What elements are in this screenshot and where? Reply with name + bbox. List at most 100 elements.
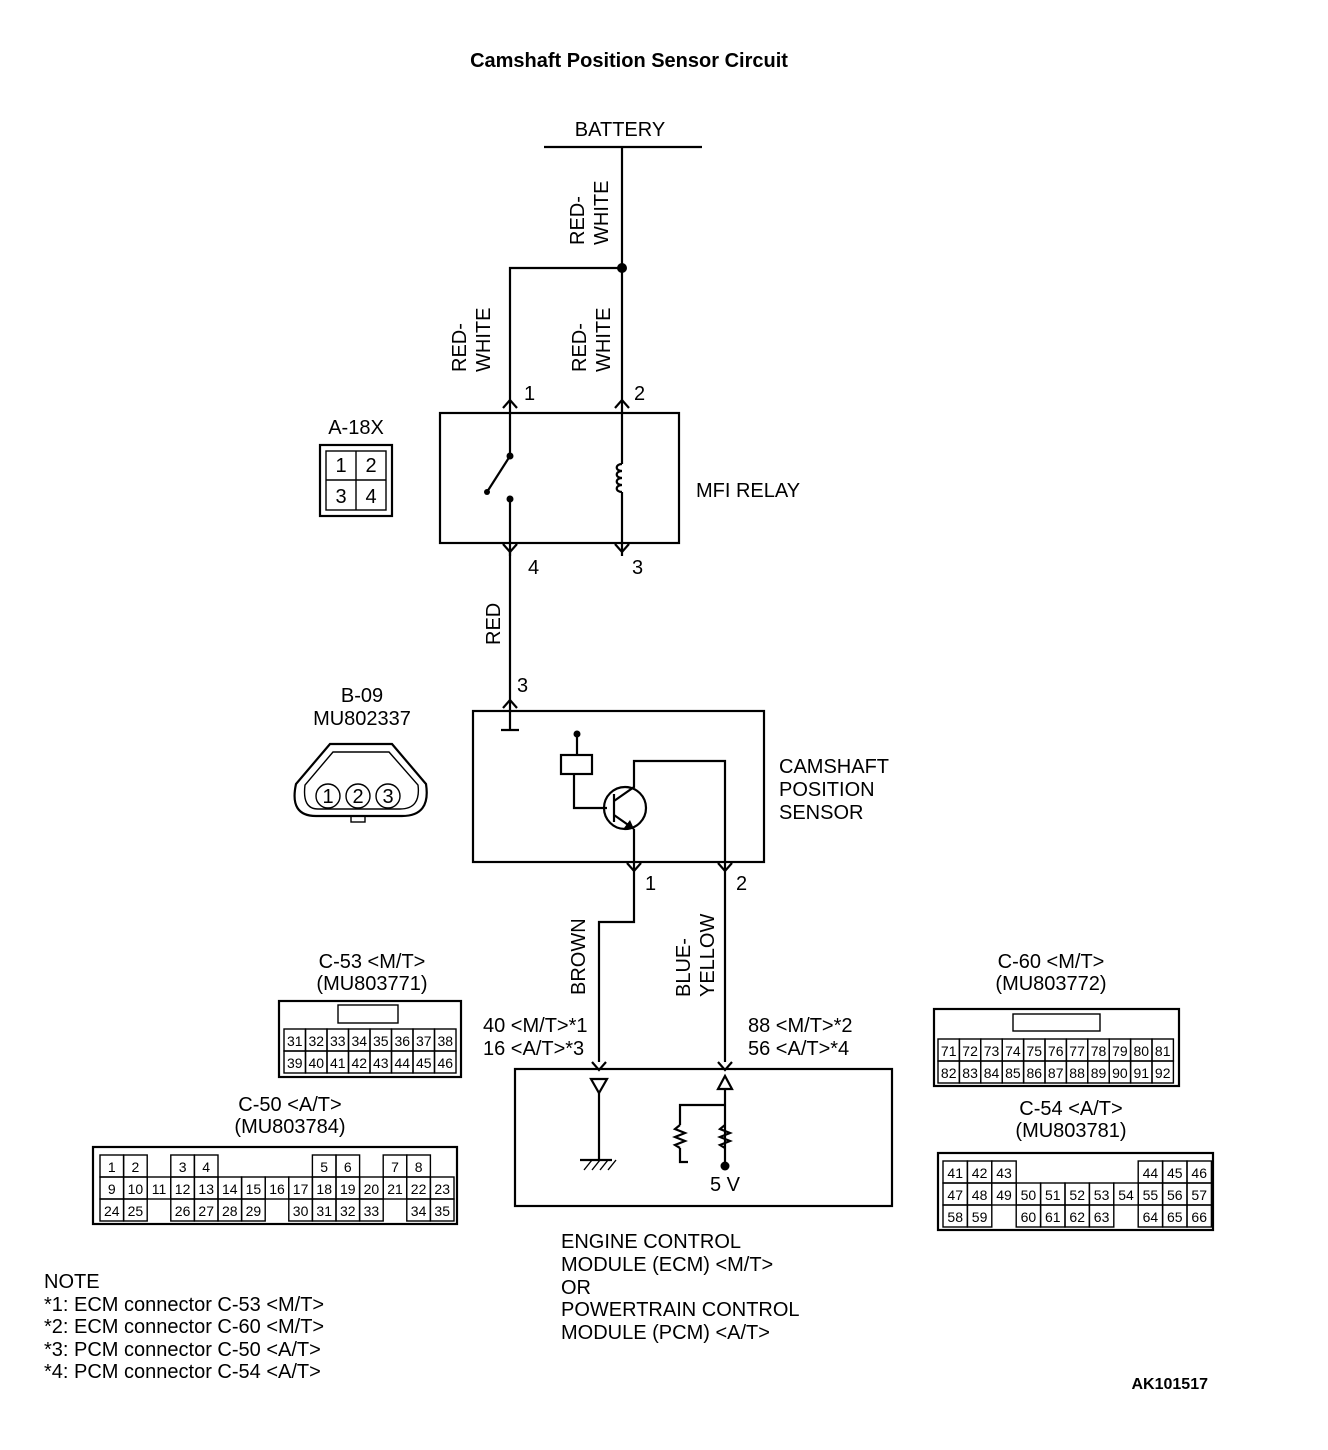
wire-sensor-pin1	[597, 872, 636, 1062]
battery-label: BATTERY	[575, 119, 665, 141]
figure-code: AK101517	[1132, 1376, 1209, 1393]
relay-pin-3: 3	[632, 557, 643, 579]
connector-pin-number: 64	[1143, 1209, 1159, 1225]
svg-text:WHITE: WHITE	[473, 308, 495, 372]
relay-connector-cell: 1	[335, 455, 346, 477]
connector-pin-number: 89	[1091, 1065, 1107, 1081]
connector-pin-number: 76	[1048, 1043, 1064, 1059]
connector-pin-number: 2	[132, 1159, 140, 1175]
connector-pin-number: 14	[222, 1181, 238, 1197]
connector-pin-number: 18	[316, 1181, 332, 1197]
svg-text:WHITE: WHITE	[591, 181, 613, 245]
mfi-relay-box	[438, 411, 681, 545]
connector-pin-number: 32	[340, 1203, 356, 1219]
relay-connector-cell: 2	[365, 455, 376, 477]
connector-pin-number: 27	[198, 1203, 214, 1219]
ecm-input-triangle	[716, 1073, 734, 1091]
svg-text:WHITE: WHITE	[593, 308, 615, 372]
svg-text:16 <A/T>*3: 16 <A/T>*3	[483, 1038, 584, 1060]
connector-pin-number: 23	[434, 1181, 450, 1197]
ecm-input-triangle	[589, 1077, 609, 1096]
connector-pin-number: 92	[1155, 1065, 1171, 1081]
c53-connector	[277, 999, 463, 1079]
note-item: *4: PCM connector C-54 <A/T>	[44, 1361, 321, 1383]
connector-pin-number: 61	[1045, 1209, 1061, 1225]
relay-connector-icon	[318, 443, 394, 518]
svg-text:POWERTRAIN CONTROL: POWERTRAIN CONTROL	[561, 1299, 800, 1321]
sensor-connector-cell: 3	[382, 786, 393, 808]
connector-pin-number: 66	[1191, 1209, 1207, 1225]
connector-pin-number: 3	[179, 1159, 187, 1175]
connector-pin-number: 33	[330, 1033, 346, 1049]
connector-pin-number: 4	[202, 1159, 210, 1175]
pin-marker	[614, 543, 630, 554]
sensor-pin-1: 1	[645, 873, 656, 895]
svg-text:OR: OR	[561, 1277, 591, 1299]
ecm-terminal-right-label: 88 <M/T>*2 56 <A/T>*4	[748, 1015, 853, 1060]
relay-coil-icon	[615, 462, 623, 494]
pin-marker	[626, 862, 642, 873]
connector-pin-number: 42	[972, 1165, 988, 1181]
wire-label-blue-yellow: BLUE- YELLOW	[673, 914, 719, 997]
connector-pin-number: 42	[351, 1055, 367, 1071]
connector-pin-number: 34	[411, 1203, 427, 1219]
connector-pin-number: 35	[434, 1203, 450, 1219]
pullup-resistor-icon	[717, 1124, 733, 1149]
connector-pin-number: 13	[198, 1181, 214, 1197]
connector-pin-number: 16	[269, 1181, 285, 1197]
connector-pin-number: 53	[1094, 1187, 1110, 1203]
c50-connector	[91, 1145, 459, 1226]
connector-pin-number: 45	[1167, 1165, 1183, 1181]
sensor-connector-cell: 1	[322, 786, 333, 808]
c53-part: (MU803771)	[316, 973, 427, 995]
connector-pin-number: 50	[1021, 1187, 1037, 1203]
connector-pin-number: 78	[1091, 1043, 1107, 1059]
c50-label: C-50 <A/T>	[238, 1094, 341, 1116]
connector-pin-number: 33	[364, 1203, 380, 1219]
connector-pin-number: 54	[1118, 1187, 1134, 1203]
svg-text:40 <M/T>*1: 40 <M/T>*1	[483, 1015, 588, 1037]
connector-pin-number: 34	[351, 1033, 367, 1049]
mfi-relay-label: MFI RELAY	[696, 480, 800, 502]
connector-pin-number: 5	[320, 1159, 328, 1175]
connector-pin-number: 19	[340, 1181, 356, 1197]
sensor-connector-inner	[303, 751, 420, 810]
wire-label-battery-feed: RED- WHITE	[567, 181, 613, 245]
connector-pin-number: 21	[387, 1181, 403, 1197]
svg-text:RED-: RED-	[449, 323, 471, 372]
c53-label: C-53 <M/T>	[319, 951, 426, 973]
c60-label: C-60 <M/T>	[998, 951, 1105, 973]
relay-pin-2: 2	[634, 383, 645, 405]
note-block: NOTE *1: ECM connector C-53 <M/T> *2: EC…	[44, 1271, 324, 1383]
connector-pin-number: 79	[1112, 1043, 1128, 1059]
connector-pin-number: 52	[1069, 1187, 1085, 1203]
pin-marker	[717, 862, 733, 873]
connector-pin-number: 29	[246, 1203, 262, 1219]
note-heading: NOTE	[44, 1271, 100, 1293]
connector-pin-number: 37	[416, 1033, 432, 1049]
connector-pin-cell	[1151, 1060, 1175, 1084]
connector-pin-number: 63	[1094, 1209, 1110, 1225]
connector-pin-number: 72	[962, 1043, 978, 1059]
svg-text:RED-: RED-	[569, 323, 591, 372]
connector-pin-cell	[358, 1198, 384, 1222]
connector-pin-number: 15	[246, 1181, 262, 1197]
c54-part: (MU803781)	[1015, 1120, 1126, 1142]
ecm-box	[513, 1067, 894, 1208]
c60-connector	[932, 1007, 1181, 1088]
wire-label-brown: BROWN	[568, 918, 590, 995]
pullup-resistor-icon	[672, 1124, 688, 1149]
sensor-connector-cell: 2	[352, 786, 363, 808]
connector-pin-number: 8	[415, 1159, 423, 1175]
connector-pin-number: 87	[1048, 1065, 1064, 1081]
connector-pin-number: 47	[947, 1187, 963, 1203]
c50-part: (MU803784)	[234, 1116, 345, 1138]
wire-relay-pin1	[508, 266, 622, 400]
wire-label-relay-pin1: RED- WHITE	[449, 308, 495, 372]
connector-pin-number: 77	[1069, 1043, 1085, 1059]
sensor-connector-icon	[293, 742, 428, 818]
transistor-icon	[602, 785, 648, 831]
c60-part: (MU803772)	[995, 973, 1106, 995]
